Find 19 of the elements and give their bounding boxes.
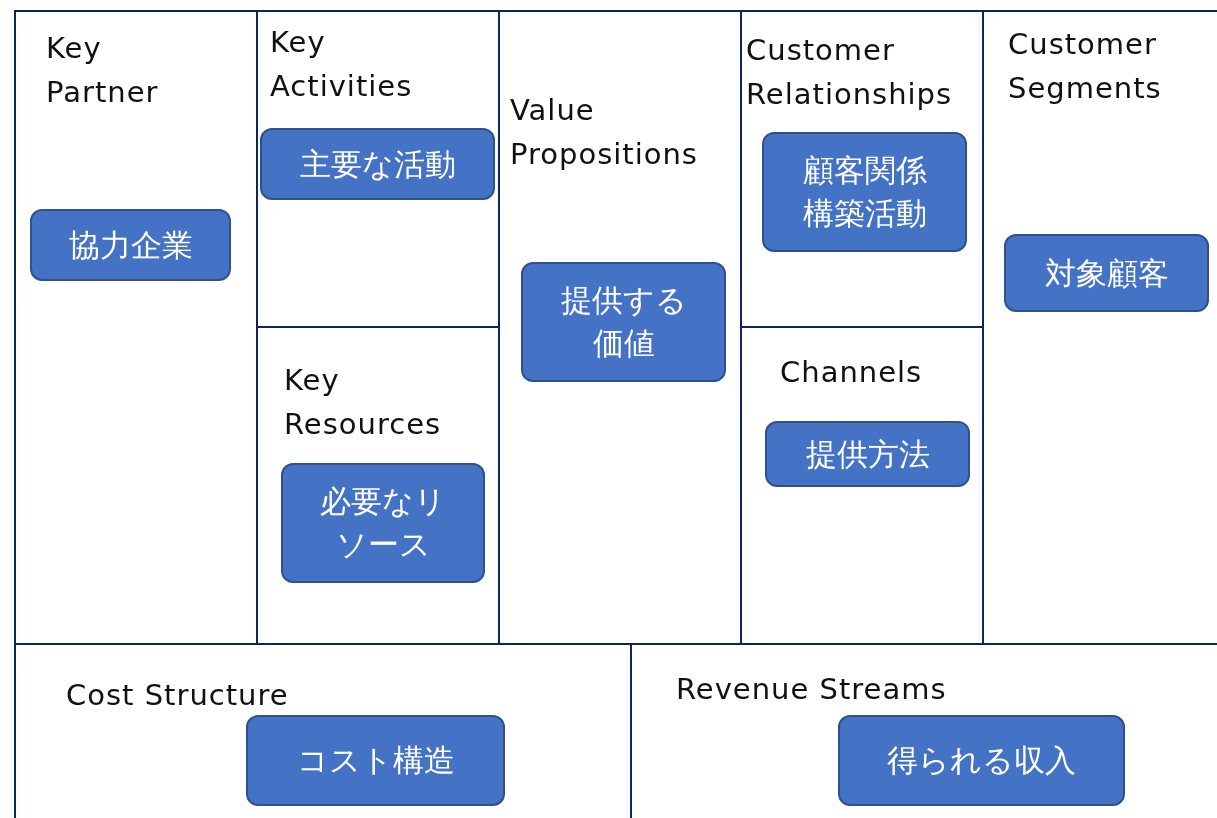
canvas-cell <box>14 10 258 645</box>
sticky-note: 得られる収入 <box>838 715 1125 806</box>
sticky-note: 協力企業 <box>30 209 231 281</box>
cell-heading: Value Propositions <box>510 92 698 173</box>
cell-heading: Key Resources <box>284 362 442 443</box>
sticky-note: 主要な活動 <box>260 128 495 200</box>
cell-heading: Key Activities <box>270 24 413 105</box>
sticky-note: 必要なリソース <box>281 463 485 583</box>
sticky-note: コスト構造 <box>246 715 505 806</box>
cell-heading: Revenue Streams <box>676 671 947 708</box>
cell-heading: Key Partner <box>46 30 159 111</box>
cell-heading: Customer Segments <box>1008 26 1162 107</box>
cell-heading: Customer Relationships <box>746 32 953 113</box>
sticky-note: 対象顧客 <box>1004 234 1209 312</box>
sticky-note: 提供する価値 <box>521 262 726 382</box>
sticky-note: 顧客関係構築活動 <box>762 132 967 252</box>
cell-heading: Cost Structure <box>66 677 289 714</box>
cell-heading: Channels <box>780 354 923 391</box>
sticky-note: 提供方法 <box>765 421 970 487</box>
